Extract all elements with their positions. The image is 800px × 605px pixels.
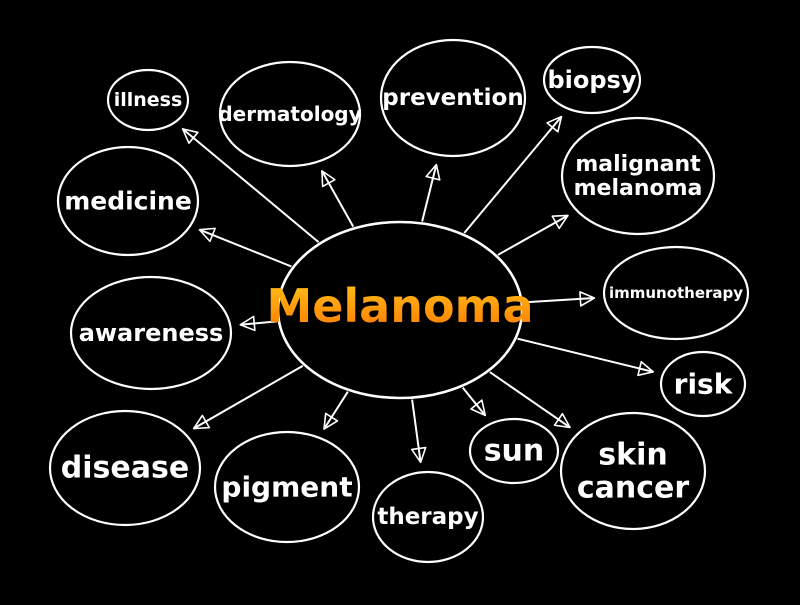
connector-immunotherapy [523,297,595,304]
center-node-outline [276,220,524,400]
connector-sun [461,386,487,417]
center-node: Melanoma [266,220,534,400]
connector-medicine [199,228,292,268]
arrowhead-illness [181,128,199,144]
topic-node-outline [69,275,233,391]
topic-node-pigment: pigment [213,430,361,544]
topic-node-label: awareness [79,319,224,347]
topic-node-outline [559,411,707,531]
connector-prevention [421,164,438,222]
topic-node-label: therapy [377,504,478,530]
arrowhead-prevention [425,163,441,181]
connector-malignant-melanoma [497,214,569,256]
topic-node-outline [602,245,750,341]
topic-node-label: sun [484,434,545,469]
center-node-label: Melanoma [266,279,533,333]
connector-illness [181,128,320,243]
arrowhead-pigment [323,412,339,430]
topic-node-outline [542,45,642,115]
topic-node-label: biopsy [547,66,636,94]
topic-node-outline [56,145,200,257]
topic-node-outline [218,60,362,168]
topic-node-therapy: therapy [371,470,485,564]
topic-node-label: illness [114,89,183,111]
arrowhead-immunotherapy [579,291,596,307]
connector-awareness [240,320,278,326]
topic-nodes: illness dermatology prevention biopsy malign… [48,38,750,564]
connector-dermatology [321,170,355,228]
arrowhead-malignant-melanoma [551,214,569,230]
arrowhead-biopsy [546,115,563,133]
topic-node-outline [48,409,202,527]
arrowhead-therapy [410,446,427,464]
topic-node-dermatology: dermatology [218,60,362,168]
topic-node-label: disease [61,451,189,486]
topic-node-outline [213,430,361,544]
topic-node-outline [560,116,716,236]
topic-node-outline [468,417,560,485]
topic-node-outline [659,350,747,418]
arrowhead-sun [470,399,487,417]
topic-node-outline [106,68,190,132]
topic-node-label: pigment [221,471,352,504]
topic-node-label: immunotherapy [609,284,743,302]
arrowhead-risk [637,360,655,377]
topic-node-outline [371,470,485,564]
topic-node-immunotherapy: immunotherapy [602,245,750,341]
topic-node-medicine: medicine [56,145,200,257]
topic-node-label: risk [674,368,734,401]
arrowhead-awareness [239,315,256,332]
connector-biopsy [463,115,563,234]
topic-node-risk: risk [659,350,747,418]
topic-node-label: medicine [64,187,192,216]
topic-node-illness: illness [106,68,190,132]
connector-therapy [411,399,422,463]
arrowhead-disease [192,414,211,430]
topic-node-sun: sun [468,417,560,485]
connector-skin-cancer [489,371,571,429]
connector-risk [517,337,654,373]
arrowhead-skin-cancer [553,412,571,429]
connectors [181,115,655,464]
arrowhead-dermatology [321,170,336,188]
connector-disease [193,364,304,430]
topic-node-outline [379,38,527,158]
topic-node-label: prevention [382,85,523,111]
connector-pigment [323,391,349,430]
topic-node-label: dermatology [218,102,361,126]
topic-node-awareness: awareness [69,275,233,391]
topic-node-disease: disease [48,409,202,527]
arrowhead-medicine [198,227,216,243]
topic-node-prevention: prevention [379,38,527,158]
topic-node-biopsy: biopsy [542,45,642,115]
